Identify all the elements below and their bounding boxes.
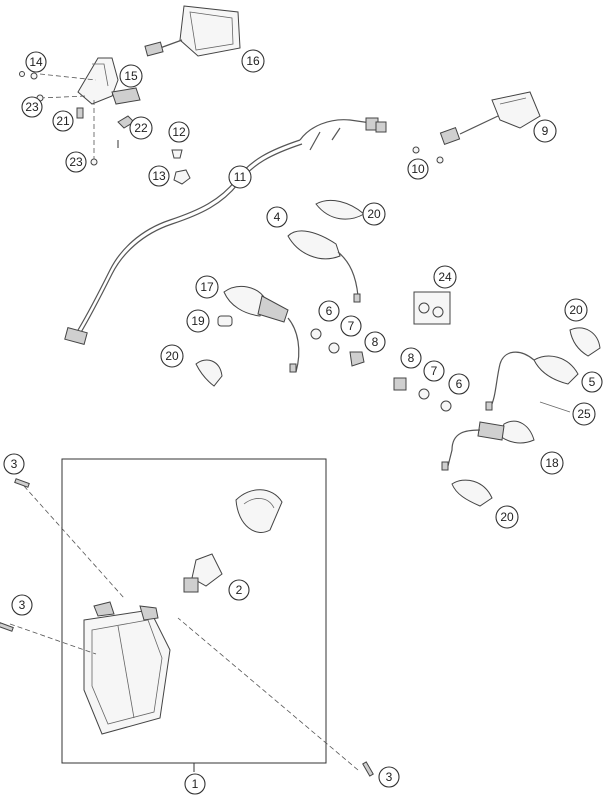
bracket-part — [19, 57, 141, 160]
callout-7-a: 7 — [340, 315, 362, 337]
svg-text:13: 13 — [152, 169, 166, 183]
callout-3-middle: 3 — [11, 594, 33, 616]
turn-signal-left-part — [195, 285, 300, 387]
turn-signal-rear-left-part — [441, 420, 535, 471]
svg-text:6: 6 — [456, 377, 463, 391]
svg-text:18: 18 — [545, 456, 559, 470]
svg-text:7: 7 — [348, 319, 355, 333]
callout-20-c: 20 — [564, 298, 588, 322]
svg-text:20: 20 — [165, 349, 179, 363]
turn-signal-front-part — [287, 199, 365, 303]
svg-text:14: 14 — [29, 55, 43, 69]
headlight-bulb-part — [183, 489, 283, 593]
svg-text:19: 19 — [191, 314, 205, 328]
lens-bottom-part — [451, 479, 493, 507]
svg-text:3: 3 — [19, 598, 26, 612]
lens-part — [569, 327, 601, 357]
callout-24: 24 — [433, 265, 457, 289]
callout-20-b: 20 — [160, 344, 184, 368]
svg-text:20: 20 — [569, 303, 583, 317]
svg-text:6: 6 — [326, 304, 333, 318]
callout-9: 9 — [533, 119, 557, 143]
callout-20-d: 20 — [495, 505, 519, 529]
callout-16: 16 — [241, 49, 265, 73]
callout-15: 15 — [119, 64, 143, 88]
turn-signal-rear-part — [485, 351, 579, 413]
svg-text:9: 9 — [542, 124, 549, 138]
callout-6-a: 6 — [318, 300, 340, 322]
svg-text:15: 15 — [124, 69, 138, 83]
headlight-assembly-frame — [61, 458, 327, 772]
svg-text:16: 16 — [246, 54, 260, 68]
svg-text:10: 10 — [411, 162, 425, 176]
svg-text:24: 24 — [438, 270, 452, 284]
svg-text:1: 1 — [192, 777, 199, 791]
headlight-part — [83, 601, 171, 735]
svg-text:7: 7 — [431, 364, 438, 378]
svg-text:8: 8 — [408, 351, 415, 365]
callout-3-bottom: 3 — [378, 766, 400, 788]
callout-11: 11 — [228, 165, 252, 189]
svg-text:8: 8 — [372, 335, 379, 349]
svg-text:25: 25 — [577, 407, 591, 421]
callout-4: 4 — [266, 206, 288, 228]
callout-19: 19 — [186, 309, 210, 333]
svg-text:22: 22 — [134, 121, 148, 135]
callout-8-b: 8 — [400, 347, 422, 369]
washer-nut-set-right-part — [393, 377, 452, 412]
svg-text:21: 21 — [56, 114, 70, 128]
svg-text:3: 3 — [11, 457, 18, 471]
svg-text:11: 11 — [234, 170, 247, 184]
callout-23-bottom: 23 — [65, 151, 87, 173]
callout-10: 10 — [407, 158, 429, 180]
callout-18: 18 — [540, 451, 564, 475]
svg-text:20: 20 — [500, 510, 514, 524]
washer-nut-set-part — [310, 328, 365, 367]
callout-22: 22 — [129, 116, 153, 140]
callout-12: 12 — [168, 121, 190, 143]
callout-7-b: 7 — [423, 360, 445, 382]
svg-text:17: 17 — [200, 280, 214, 294]
callout-1: 1 — [184, 773, 206, 795]
fastener-part — [171, 149, 191, 185]
callout-8-a: 8 — [364, 331, 386, 353]
svg-text:5: 5 — [589, 375, 596, 389]
callout-14: 14 — [25, 51, 47, 73]
callout-25: 25 — [572, 402, 596, 426]
callout-2: 2 — [228, 579, 250, 601]
callout-17: 17 — [195, 275, 219, 299]
svg-text:23: 23 — [25, 100, 39, 114]
svg-text:3: 3 — [386, 770, 393, 784]
callout-21: 21 — [52, 110, 74, 132]
svg-text:12: 12 — [172, 125, 186, 139]
svg-text:23: 23 — [69, 155, 83, 169]
callout-3-top: 3 — [3, 453, 25, 475]
wiring-harness-part — [64, 117, 387, 345]
rear-light-part — [412, 91, 541, 164]
callout-23-top: 23 — [21, 96, 43, 118]
callout-6-b: 6 — [448, 373, 470, 395]
callout-20-a: 20 — [362, 202, 386, 226]
svg-text:20: 20 — [367, 207, 381, 221]
instrument-cluster-part — [144, 5, 241, 57]
callout-5: 5 — [581, 371, 603, 393]
bulb-set-part — [413, 291, 451, 325]
headlight-screws-part — [0, 478, 374, 777]
screw-part — [76, 107, 135, 166]
svg-text:4: 4 — [274, 210, 281, 224]
callout-13: 13 — [148, 165, 170, 187]
svg-text:2: 2 — [236, 583, 243, 597]
